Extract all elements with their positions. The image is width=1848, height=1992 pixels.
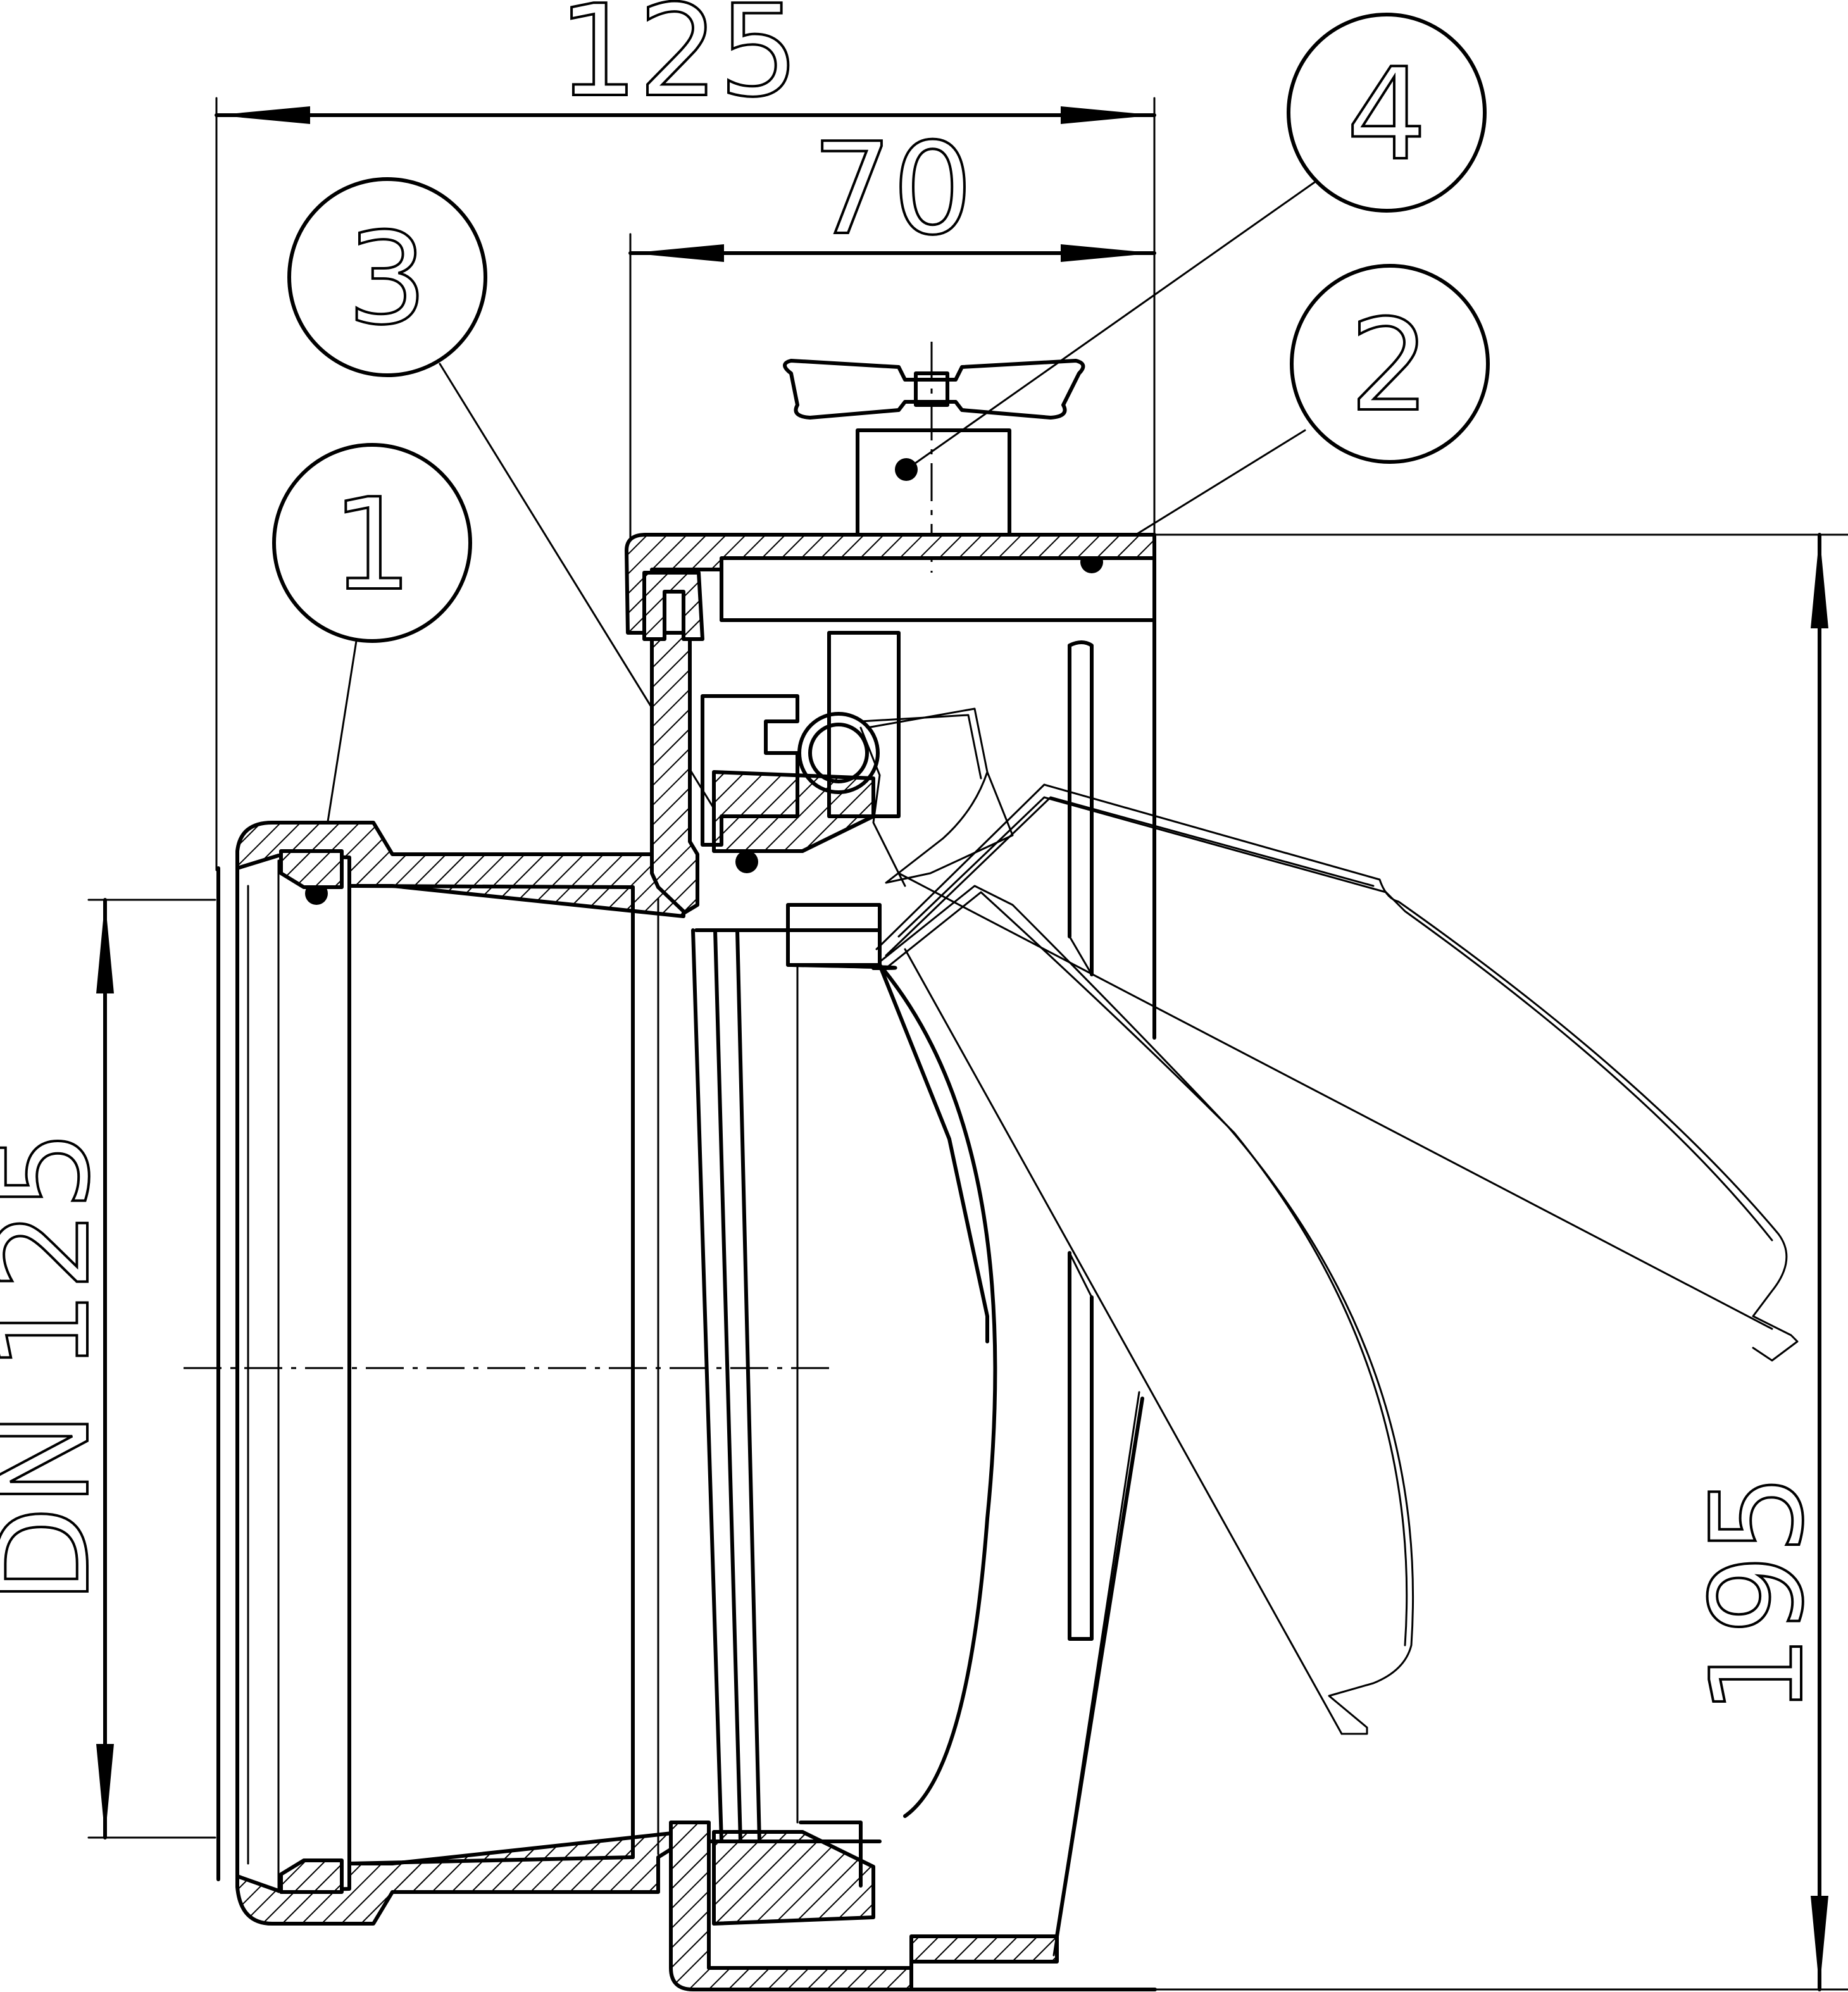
callout-3: 3: [287, 177, 758, 873]
flap-open-position-1: [875, 783, 1799, 1362]
handle: [783, 359, 1085, 537]
callout-4-label: 4: [1346, 41, 1427, 189]
callout-4: 4: [895, 13, 1487, 481]
valve-housing: [625, 533, 1157, 1991]
flap-disc: [691, 928, 997, 1888]
callout-2: 2: [1080, 264, 1490, 573]
dimension-dn125-label: DN 125: [0, 1130, 118, 1604]
hinge: [797, 712, 906, 887]
flap-open-position-2: [878, 885, 1414, 1735]
dimension-nominal-diameter: DN 125: [0, 898, 216, 1839]
flap-open-position-3: [859, 707, 1773, 1330]
callout-2-label: 2: [1349, 292, 1430, 440]
dimension-195-label: 195: [1684, 1474, 1832, 1715]
callout-1-label: 1: [332, 471, 412, 619]
dimension-height: 195: [904, 533, 1848, 1991]
pipe-socket: [216, 821, 685, 1926]
callout-3-label: 3: [347, 206, 427, 353]
dimension-overall-width: 125: [215, 0, 1156, 1039]
guide-slot: [1052, 640, 1140, 1957]
dimension-outlet-width: 70: [628, 115, 1156, 545]
dimension-125-label: 125: [558, 0, 799, 125]
dimension-70-label: 70: [812, 116, 973, 263]
